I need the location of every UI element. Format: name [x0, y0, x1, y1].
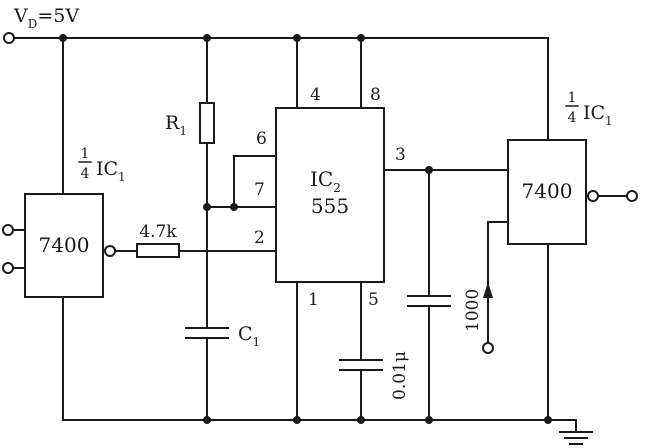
- pin-1-label: 1: [308, 290, 319, 310]
- timer-chip-label: 555: [311, 194, 349, 218]
- capacitor-0-01u: [339, 359, 383, 371]
- resistor-r1: [199, 102, 215, 144]
- supply-rail: [3, 32, 549, 141]
- pin-2-label: 2: [254, 228, 265, 248]
- junction-dots: [59, 34, 552, 424]
- capacitor-c1: [185, 327, 229, 339]
- svg-text:1: 1: [568, 90, 577, 106]
- left-gate-input-a: [2, 224, 14, 236]
- capacitor-1000-label: 1000: [463, 289, 483, 332]
- timer-555: [275, 107, 385, 283]
- timer-name: IC2: [310, 167, 341, 195]
- right-gate-output-terminal: [626, 190, 638, 202]
- right-gate-name: 1 4 IC1: [565, 90, 613, 128]
- pin-3-label: 3: [395, 145, 406, 165]
- arrow-head: [483, 282, 493, 298]
- svg-text:4: 4: [568, 110, 577, 126]
- left-gate-output-bubble: [104, 245, 116, 257]
- left-gate-name: 1 4 IC1: [78, 146, 126, 184]
- ground-rail: [62, 296, 577, 433]
- supply-terminal: [3, 32, 15, 44]
- pin-5-label: 5: [368, 290, 379, 310]
- svg-text:4: 4: [81, 166, 90, 182]
- resistor-4-7k-label: 4.7k: [139, 222, 177, 242]
- supply-label: VD=5V: [13, 5, 79, 31]
- capacitor-c1-label: C1: [238, 323, 260, 349]
- right-gate-input-terminal: [482, 342, 494, 354]
- svg-text:IC1: IC1: [583, 102, 613, 128]
- left-gate-chip-label: 7400: [39, 233, 90, 257]
- left-nand-gate: [24, 193, 104, 298]
- pin-8-label: 8: [370, 85, 381, 105]
- right-gate-output-bubble: [587, 190, 599, 202]
- resistor-r1-label: R1: [165, 112, 187, 138]
- capacitor-1000: [407, 295, 451, 307]
- pin-6-label: 6: [256, 129, 267, 149]
- left-gate-input-b: [2, 262, 14, 274]
- svg-text:1: 1: [81, 146, 90, 162]
- pin-7-label: 7: [254, 180, 265, 200]
- ground-symbol: [559, 431, 593, 445]
- svg-text:IC1: IC1: [96, 158, 126, 184]
- right-gate-chip-label: 7400: [522, 179, 573, 203]
- right-nand-gate: [507, 139, 587, 245]
- capacitor-0-01u-label: 0.01μ: [390, 351, 410, 400]
- resistor-4-7k: [136, 243, 180, 258]
- pin-4-label: 4: [310, 85, 321, 105]
